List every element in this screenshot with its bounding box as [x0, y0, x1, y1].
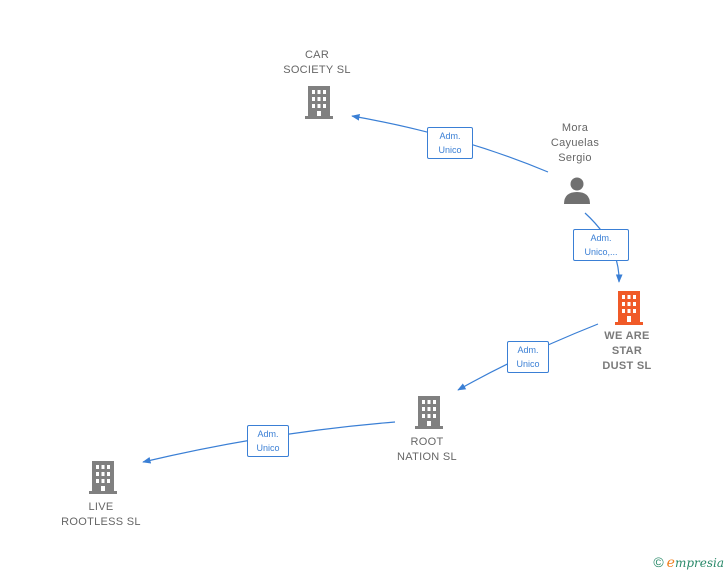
- edge-label-mora-to-car-society[interactable]: Adm. Unico: [427, 127, 473, 159]
- node-label-live-rootless[interactable]: LIVE ROOTLESS SL: [61, 501, 141, 528]
- person-icon[interactable]: [562, 175, 592, 205]
- building-icon[interactable]: [413, 395, 445, 429]
- copyright-symbol: ©: [653, 554, 664, 570]
- brand-initial: e: [666, 555, 675, 571]
- node-label-car-society[interactable]: CAR SOCIETY SL: [283, 49, 351, 76]
- building-icon[interactable]: [303, 85, 335, 119]
- edge-label-we-are-star-dust-to-root-nation[interactable]: Adm. Unico: [507, 341, 549, 373]
- node-label-we-are-star-dust[interactable]: WE ARE STAR DUST SL: [602, 330, 652, 372]
- edge-label-mora-to-we-are-star-dust[interactable]: Adm. Unico,...: [573, 229, 629, 261]
- brand-name: mpresia: [674, 556, 724, 570]
- empresia-watermark: ©empresia: [653, 554, 724, 571]
- node-label-mora-cayuelas-sergio[interactable]: Mora Cayuelas Sergio: [550, 122, 600, 164]
- edge-label-root-nation-to-live-rootless[interactable]: Adm. Unico: [247, 425, 289, 457]
- building-icon[interactable]: [613, 290, 645, 326]
- node-label-root-nation[interactable]: ROOT NATION SL: [397, 436, 457, 463]
- building-icon[interactable]: [87, 460, 119, 494]
